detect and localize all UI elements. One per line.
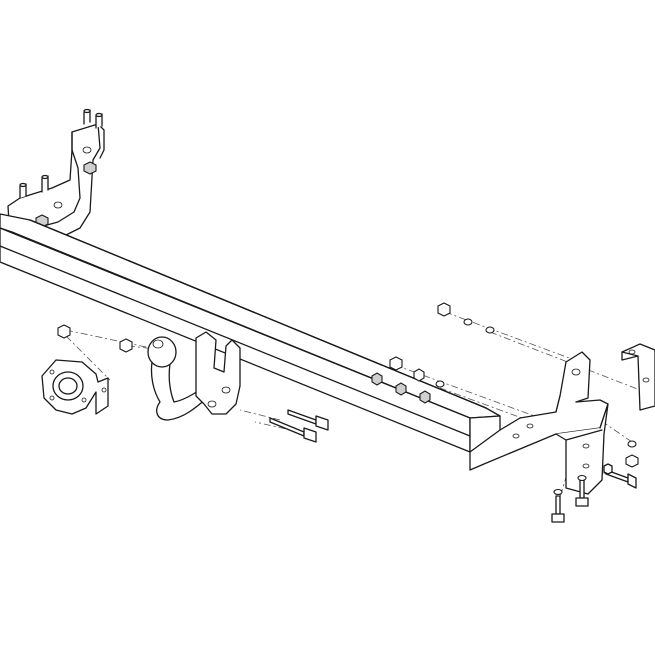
right-side-plate bbox=[621, 343, 655, 411]
left-mounting-bracket bbox=[7, 108, 105, 247]
upper-right-fasteners bbox=[371, 302, 495, 404]
neck-mounting-plate bbox=[195, 331, 241, 415]
main-crossbeam bbox=[0, 213, 501, 453]
neck-bolts bbox=[269, 409, 329, 443]
socket-plate bbox=[41, 359, 109, 415]
socket-nuts bbox=[57, 324, 133, 353]
tow-ball-neck bbox=[147, 336, 215, 421]
right-mounting-bracket bbox=[469, 351, 609, 495]
lower-right-bolts bbox=[551, 440, 639, 523]
